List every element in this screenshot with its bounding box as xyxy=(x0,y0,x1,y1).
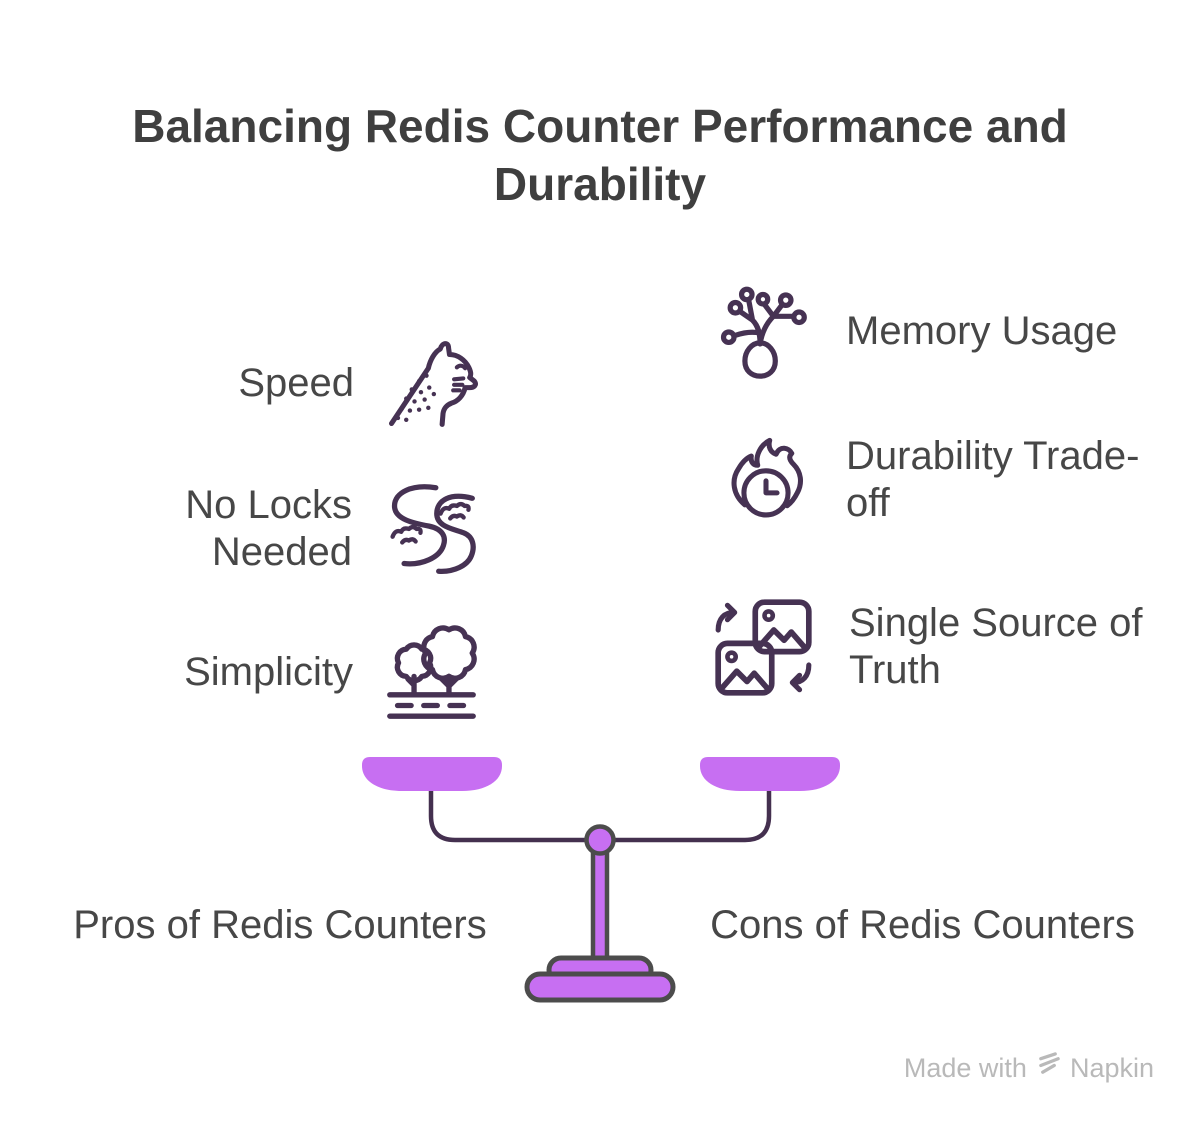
list-item-simplicity: Simplicity xyxy=(0,624,480,721)
watermark: Made with Napkin xyxy=(904,1052,1154,1084)
river-icon xyxy=(382,481,480,577)
trees-icon xyxy=(383,624,480,721)
scale-pivot xyxy=(584,824,616,856)
scale-base-lower xyxy=(524,971,676,1003)
image-sync-icon xyxy=(712,595,815,700)
scale-pan-left xyxy=(362,757,502,791)
page-title: Balancing Redis Counter Performance and … xyxy=(132,100,1068,210)
watermark-prefix: Made with xyxy=(903,1052,1027,1083)
list-item-single-source: Single Source of Truth xyxy=(712,594,1149,700)
burning-clock-icon xyxy=(720,430,812,530)
watermark-brand: Napkin xyxy=(1069,1052,1154,1083)
item-label-speed: Speed xyxy=(238,360,354,405)
item-label-memory-usage: Memory Usage xyxy=(846,309,1118,354)
item-label-no-locks: No Locks Needed xyxy=(185,483,352,574)
scale-connector xyxy=(428,788,772,843)
list-item-memory-usage: Memory Usage xyxy=(712,284,1117,379)
pros-label: Pros of Redis Counters xyxy=(73,903,487,947)
plant-nodes-icon xyxy=(712,284,812,379)
scale-pole xyxy=(590,843,610,969)
item-label-durability: Durability Trade-off xyxy=(846,434,1140,525)
list-item-speed: Speed xyxy=(0,336,480,430)
napkin-logo-icon xyxy=(1036,1052,1061,1084)
item-label-simplicity: Simplicity xyxy=(184,650,353,695)
scale-pan-right xyxy=(700,757,840,791)
scale-base-upper xyxy=(546,955,654,985)
cons-label: Cons of Redis Counters xyxy=(710,903,1135,947)
list-item-durability: Durability Trade-off xyxy=(712,430,1146,530)
item-label-single-source: Single Source of Truth xyxy=(849,601,1143,692)
list-item-no-locks: No Locks Needed xyxy=(0,480,480,578)
cheetah-icon xyxy=(384,337,480,429)
